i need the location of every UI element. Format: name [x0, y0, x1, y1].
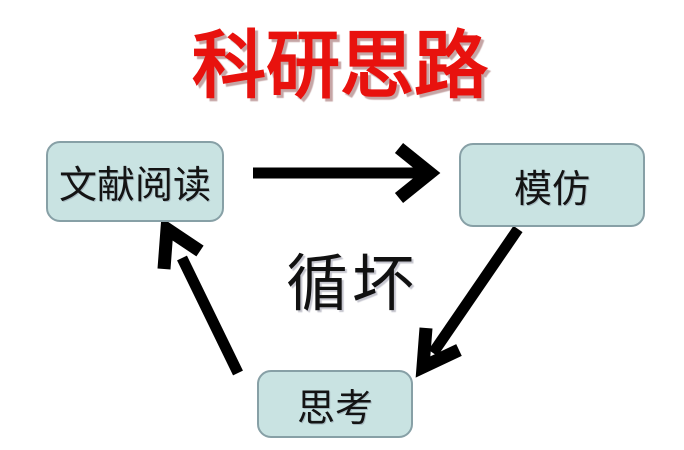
node-think: 思考 [257, 370, 413, 438]
node-literature-reading: 文献阅读 [46, 141, 224, 222]
node-imitate: 模仿 [459, 143, 645, 227]
page-title: 科研思路 [192, 23, 488, 109]
node-imitate-label: 模仿 [513, 166, 590, 211]
node-think-label: 思考 [296, 385, 373, 430]
cycle-center-label: 循坏 [286, 247, 419, 320]
arrow-imitate-to-think [415, 225, 523, 378]
node-literature-reading-label: 文献阅读 [58, 163, 211, 207]
arrow-literature-to-imitate [253, 142, 441, 204]
arrow-think-to-literature [157, 217, 243, 376]
